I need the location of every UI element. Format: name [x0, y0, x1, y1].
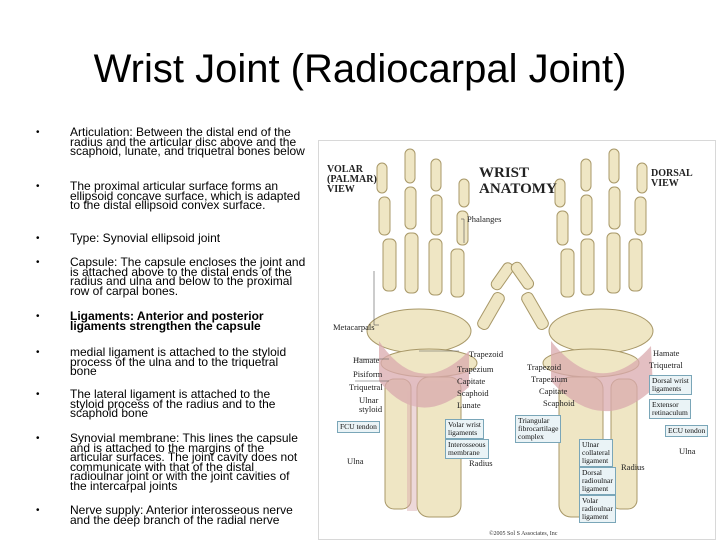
bullet-text: Capsule: The capsule encloses the joint … — [70, 255, 306, 298]
radius-right-label: Radius — [621, 462, 645, 472]
metacarpals-label: Metacarpals — [333, 322, 375, 332]
bullet-dot: • — [36, 433, 40, 444]
left-ligaments — [379, 341, 469, 511]
bullet-dot: • — [36, 257, 40, 268]
wrist-illustration — [355, 148, 654, 518]
bullet-dot: • — [36, 389, 40, 400]
trapezoid-right-label: Trapezoid — [527, 362, 562, 372]
bullet-item: • medial ligament is attached to the styl… — [36, 345, 308, 378]
ulna-right-label: Ulna — [679, 446, 696, 456]
scaphoid-right-label: Scaphoid — [543, 398, 575, 408]
capitate-left-label: Capitate — [457, 376, 486, 386]
fcu-tendon-label: FCU tendon — [337, 421, 380, 433]
trapezium-right-label: Trapezium — [531, 374, 568, 384]
left-hand-bones — [366, 148, 515, 518]
slide-title: Wrist Joint (Radiocarpal Joint) — [93, 47, 627, 91]
triquetral-left-label: Triquetral — [349, 382, 383, 392]
bullet-item: • The proximal articular surface forms an… — [36, 179, 308, 212]
hamate-right-label: Hamate — [653, 348, 680, 358]
bullet-dot: • — [36, 505, 40, 516]
bullet-dot: • — [36, 127, 40, 138]
trapezoid-left-label: Trapezoid — [469, 349, 504, 359]
right-ligaments — [551, 341, 653, 412]
volar-view-label: VOLAR(PALMAR)VIEW — [327, 164, 377, 195]
bullet-dot: • — [36, 347, 40, 358]
bullet-text: medial ligament is attached to the stylo… — [70, 345, 287, 378]
bullet-text: The lateral ligament is attached to the … — [70, 387, 276, 420]
bullet-item: • Nerve supply: Anterior interosseous ner… — [36, 503, 308, 527]
lunate-label: Lunate — [457, 400, 481, 410]
bullet-text: Type: Synovial ellipsoid joint — [70, 231, 221, 245]
bullet-item: • Type: Synovial ellipsoid joint — [36, 231, 308, 245]
bullet-text: Ligaments: Anterior and posterior ligame… — [70, 309, 264, 333]
hamate-left-label: Hamate — [353, 355, 380, 365]
ecu-tendon-label: ECU tendon — [665, 425, 709, 437]
bullet-item: • Articulation: Between the distal end of… — [36, 125, 308, 158]
capitate-right-label: Capitate — [539, 386, 568, 396]
bullet-item: • Capsule: The capsule encloses the joint… — [36, 255, 308, 298]
radius-left-label: Radius — [469, 458, 493, 468]
bullet-item: • Synovial membrane: This lines the capsu… — [36, 431, 308, 493]
leader-lines — [355, 218, 465, 382]
bullet-text: Articulation: Between the distal end of … — [70, 125, 305, 158]
figure-credit: ©2005 Sol S Associates, Inc — [489, 531, 558, 537]
ulna-left-label: Ulna — [347, 456, 364, 466]
bullet-text: The proximal articular surface forms an … — [70, 179, 301, 212]
bullet-text: Nerve supply: Anterior interosseous nerv… — [70, 503, 293, 527]
bullet-item: • Ligaments: Anterior and posterior ligam… — [36, 309, 308, 333]
trapezium-left-label: Trapezium — [457, 364, 494, 374]
bullet-text: Synovial membrane: This lines the capsul… — [70, 431, 298, 493]
bullet-item: • The lateral ligament is attached to the… — [36, 387, 308, 420]
phalanges-label: Phalanges — [467, 214, 502, 224]
bullet-dot: • — [36, 233, 40, 244]
scaphoid-left-label: Scaphoid — [457, 388, 489, 398]
triquetral-right-label: Triquetral — [649, 360, 683, 370]
bullet-dot: • — [36, 311, 40, 322]
pisiform-label: Pisiform — [353, 369, 383, 379]
bullet-dot: • — [36, 181, 40, 192]
